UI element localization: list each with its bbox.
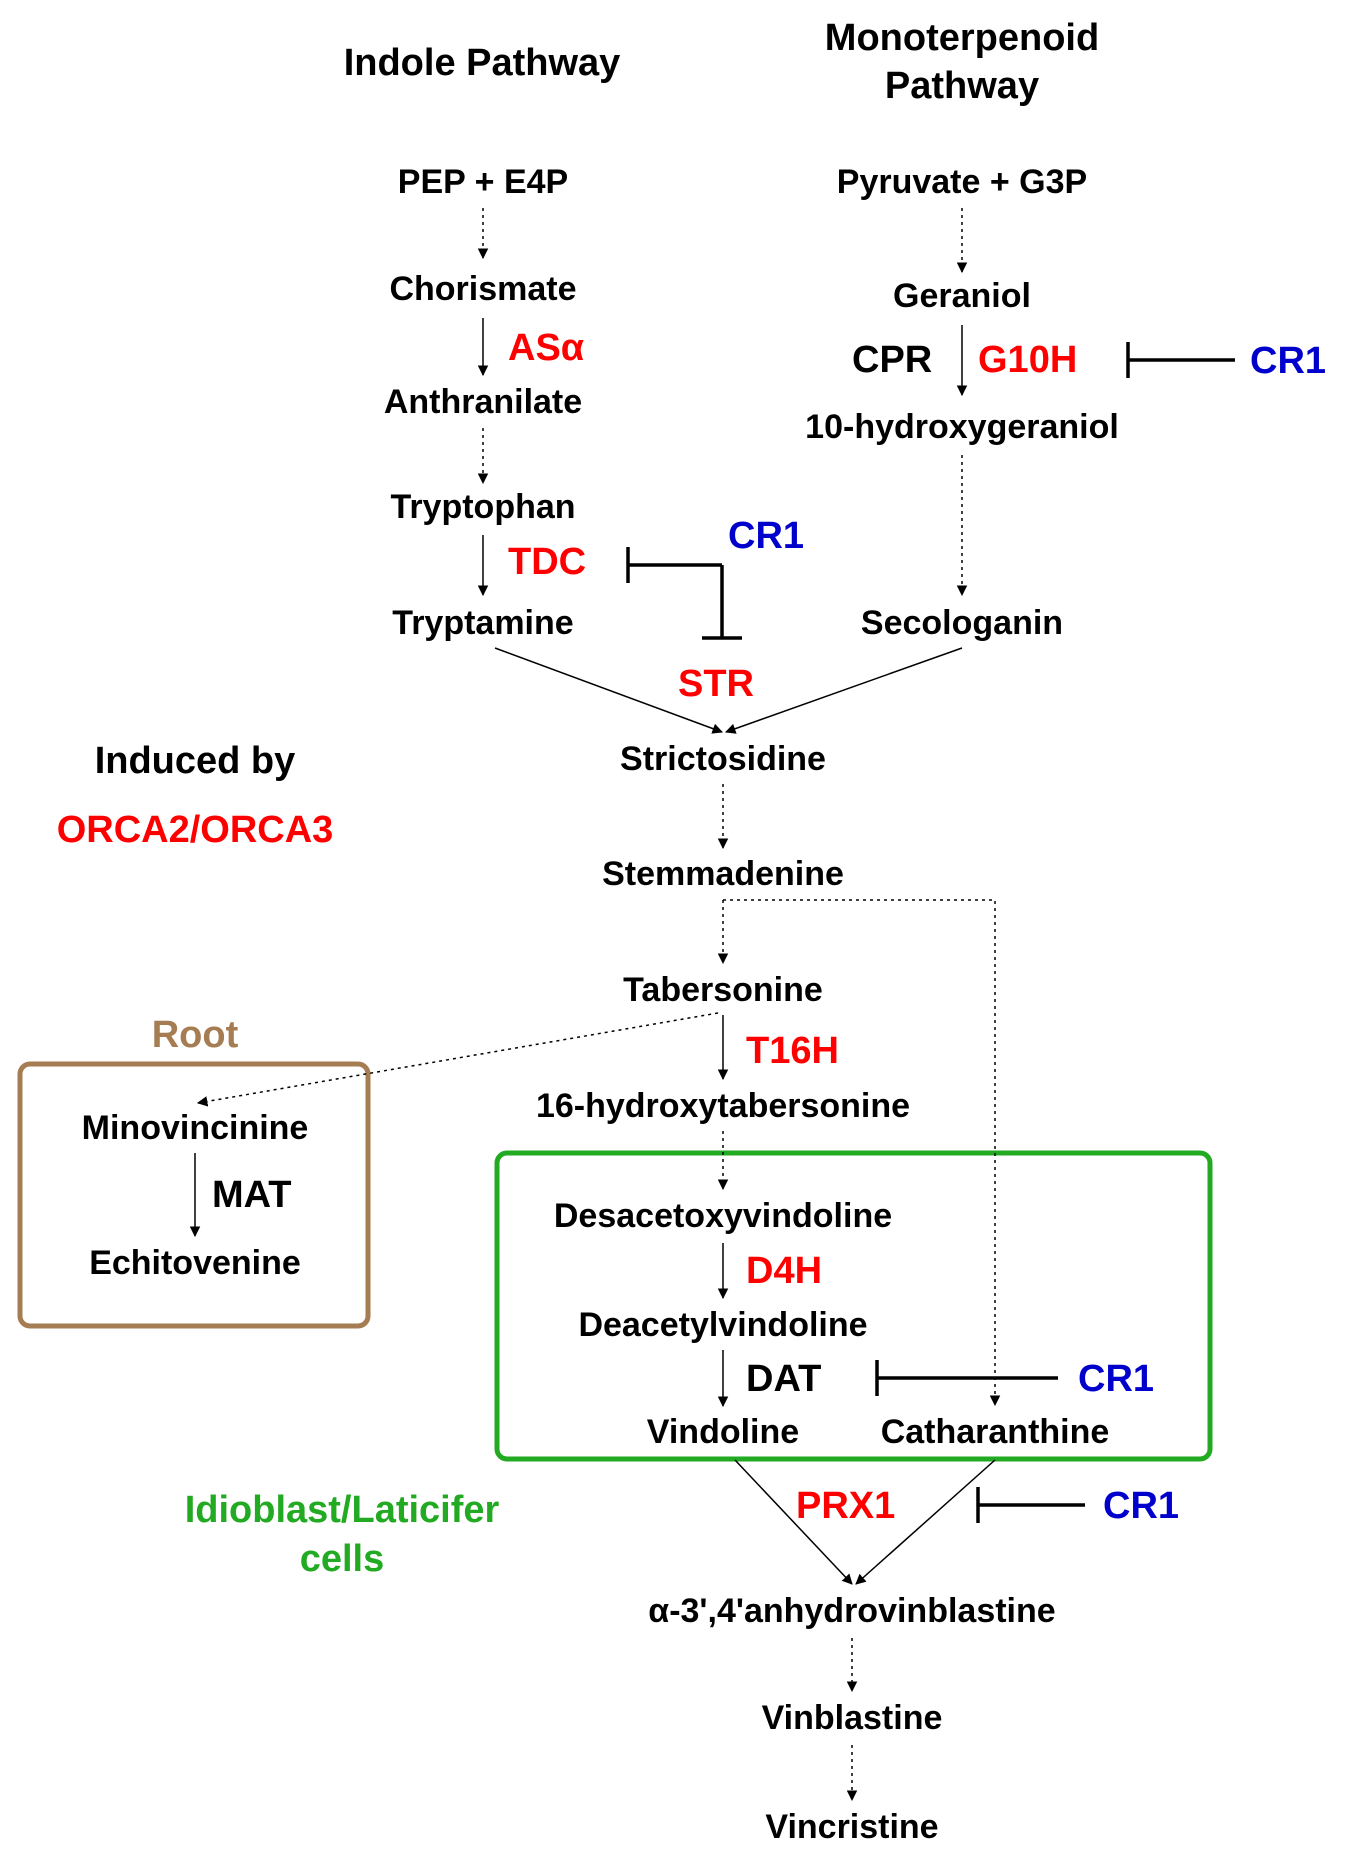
- metabolite-strictosidine: Strictosidine: [620, 740, 826, 778]
- idioblast-label-line1: Idioblast/Laticifer: [185, 1489, 500, 1531]
- enzyme-g10h: G10H: [978, 339, 1077, 381]
- metabolite-echitovenine: Echitovenine: [89, 1244, 301, 1282]
- arrow-tryptamine-to-strictosidine: [494, 647, 723, 734]
- enzyme-tdc: TDC: [508, 541, 586, 583]
- metabolite-desacetoxyvindoline: Desacetoxyvindoline: [554, 1197, 892, 1235]
- enzyme-t16h: T16H: [746, 1030, 839, 1072]
- metabolite-16-hydroxytabersonine: 16-hydroxytabersonine: [536, 1087, 910, 1125]
- metabolite-stemmadenine: Stemmadenine: [602, 855, 844, 893]
- metabolite-chorismate: Chorismate: [389, 270, 576, 308]
- enzyme-dat: DAT: [746, 1358, 821, 1400]
- regulator-cr1-dat: CR1: [1078, 1358, 1154, 1400]
- orca-label: ORCA2/ORCA3: [57, 809, 334, 851]
- root-compartment-box: [17, 1061, 371, 1329]
- metabolite-minovincinine: Minovincinine: [82, 1109, 309, 1147]
- metabolite-vindoline: Vindoline: [647, 1413, 799, 1451]
- metabolite-secologanin: Secologanin: [861, 604, 1063, 642]
- enzyme-mat: MAT: [212, 1174, 292, 1216]
- enzyme-d4h: D4H: [746, 1250, 822, 1292]
- metabolite-tryptophan: Tryptophan: [390, 488, 575, 526]
- metabolite-tabersonine: Tabersonine: [623, 971, 823, 1009]
- enzyme-cpr: CPR: [852, 339, 932, 381]
- metabolite-anhydrovinblastine: α-3',4'anhydrovinblastine: [648, 1592, 1055, 1630]
- root-label: Root: [152, 1014, 239, 1056]
- inhibition-cr1-dat: [875, 1360, 1058, 1396]
- metabolite-10-hydroxygeraniol: 10-hydroxygeraniol: [805, 408, 1119, 446]
- monoterpenoid-pathway-title-line2: Pathway: [885, 65, 1039, 107]
- metabolite-anthranilate: Anthranilate: [384, 383, 582, 421]
- enzyme-prx1: PRX1: [796, 1485, 895, 1527]
- induced-by-label: Induced by: [95, 740, 296, 782]
- metabolite-catharanthine: Catharanthine: [881, 1413, 1110, 1451]
- inhibition-cr1-tdc: [626, 547, 722, 583]
- arrow-catharanthine-to-anhydrovinblastine: [855, 1459, 996, 1585]
- metabolite-deacetylvindoline: Deacetylvindoline: [578, 1306, 867, 1344]
- enzyme-as-alpha: ASα: [508, 327, 584, 369]
- inhibition-cr1-prx1: [976, 1487, 1085, 1523]
- indole-pathway-title: Indole Pathway: [344, 42, 621, 84]
- metabolite-geraniol: Geraniol: [893, 277, 1031, 315]
- metabolite-vincristine: Vincristine: [765, 1808, 938, 1846]
- inhibition-cr1-g10h: [1126, 342, 1235, 378]
- metabolite-vinblastine: Vinblastine: [762, 1699, 943, 1737]
- metabolite-pep-e4p: PEP + E4P: [398, 163, 568, 201]
- monoterpenoid-pathway-title-line1: Monoterpenoid: [825, 17, 1099, 59]
- regulator-cr1-tdc-str: CR1: [728, 515, 804, 557]
- metabolite-tryptamine: Tryptamine: [392, 604, 573, 642]
- idioblast-label-line2: cells: [300, 1538, 385, 1580]
- regulator-cr1-g10h: CR1: [1250, 340, 1326, 382]
- enzyme-str: STR: [678, 663, 754, 705]
- regulator-cr1-prx1: CR1: [1103, 1485, 1179, 1527]
- idioblast-compartment-box: [494, 1150, 1213, 1462]
- metabolite-pyruvate-g3p: Pyruvate + G3P: [837, 163, 1087, 201]
- inhibition-cr1-str: [702, 565, 742, 640]
- arrow-vindoline-to-anhydrovinblastine: [734, 1459, 853, 1585]
- arrow-secologanin-to-strictosidine: [725, 647, 963, 734]
